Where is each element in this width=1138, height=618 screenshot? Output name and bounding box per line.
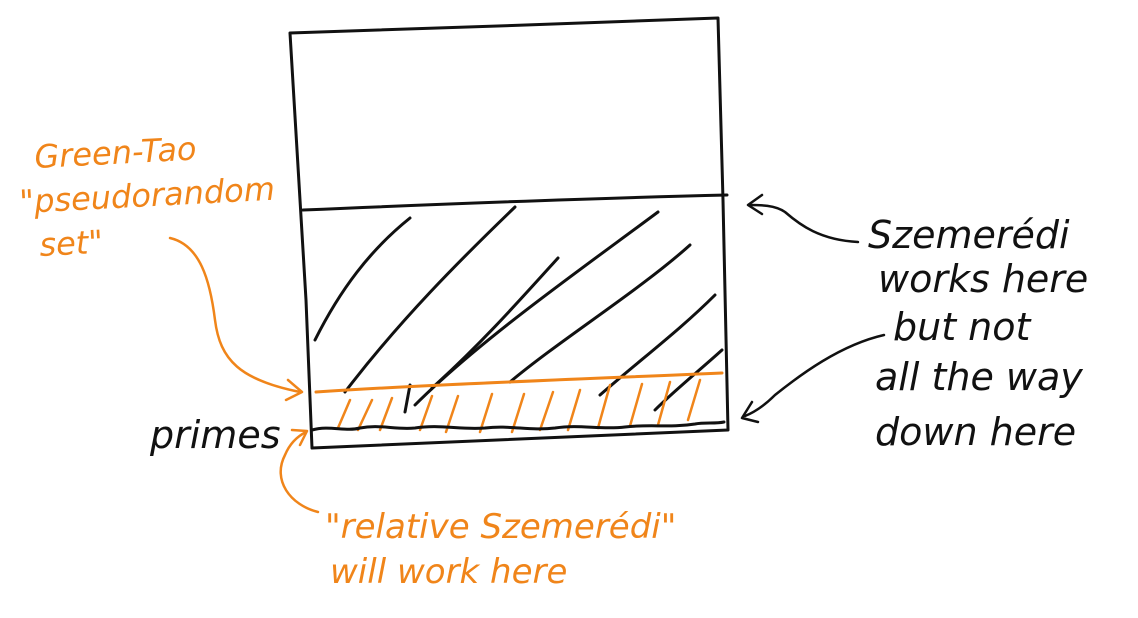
primes-line	[310, 420, 726, 432]
green-tao-arrowhead	[284, 378, 304, 402]
primes-label: primes	[149, 413, 281, 457]
integers-box	[288, 16, 730, 450]
szemeredi-label-line2: works here	[878, 257, 1088, 301]
szemeredi-label-line3: but not	[893, 305, 1033, 349]
szemeredi-arrowhead	[746, 193, 764, 216]
pseudorandom-boundary	[314, 371, 724, 394]
but-not-arrowhead	[740, 400, 760, 424]
szemeredi-label-line4: all the way	[875, 355, 1083, 399]
relative-arrowhead	[290, 428, 309, 447]
pseudorandom-hatching	[336, 378, 702, 434]
green-tao-label-line3: set"	[38, 223, 104, 264]
dense-hatching	[313, 205, 724, 414]
relative-szemeredi-label-line2: will work here	[330, 552, 567, 592]
relative-arrow	[279, 430, 320, 514]
szemeredi-label-line5: down here	[875, 410, 1076, 454]
green-tao-arrow	[168, 236, 302, 394]
relative-szemeredi-label-line1: "relative Szemerédi"	[325, 507, 676, 547]
szemeredi-label-line1: Szemerédi	[868, 213, 1070, 257]
green-tao-label-line2: "pseudorandom	[18, 170, 275, 221]
but-not-arrow	[743, 333, 886, 418]
szemeredi-arrow	[748, 203, 860, 244]
dense-set-boundary	[301, 193, 729, 212]
green-tao-label-line1: Green-Tao	[33, 130, 197, 176]
